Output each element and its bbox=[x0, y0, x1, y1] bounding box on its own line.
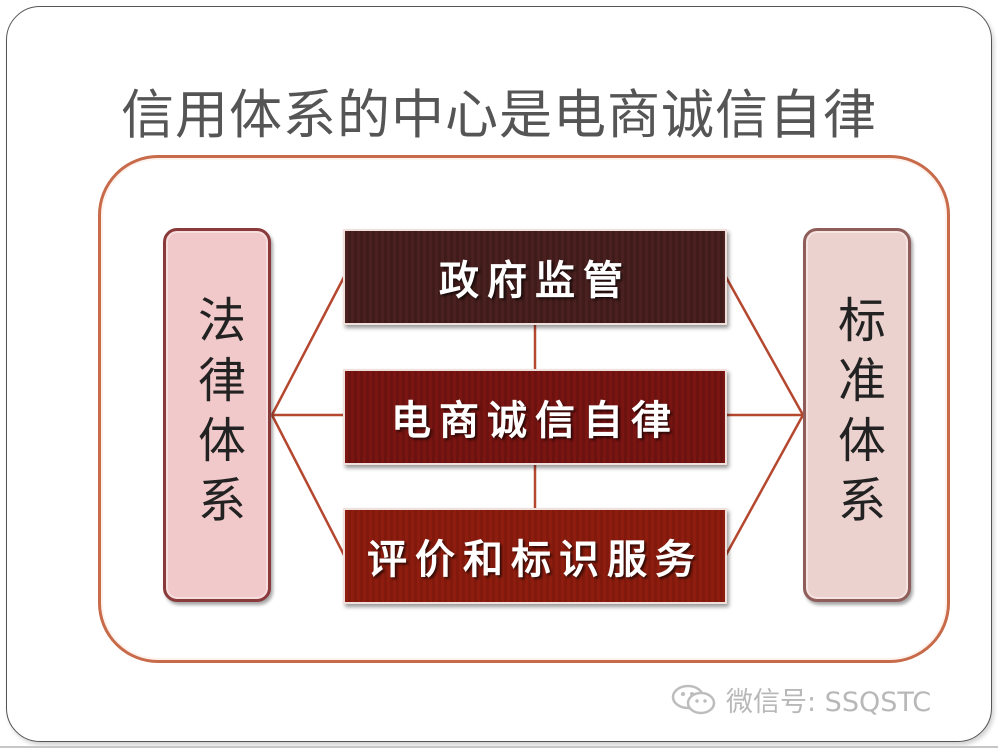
connector-left-bottom bbox=[270, 414, 346, 556]
watermark-text: 微信号: SSQSTC bbox=[726, 687, 932, 718]
slide-title: 信用体系的中心是电商诚信自律 bbox=[121, 85, 877, 146]
box-ecommerce-self-discipline-label: 电商诚信自律 bbox=[391, 397, 679, 444]
connector-right-top bbox=[724, 276, 805, 416]
wechat-icon bbox=[671, 684, 716, 714]
right-pillar-standard-system: 标准体系 bbox=[803, 228, 911, 602]
box-evaluation-service: 评价和标识服务 bbox=[343, 508, 727, 604]
wechat-watermark: 微信号: SSQSTC bbox=[670, 680, 931, 719]
box-government-supervision: 政府监管 bbox=[343, 229, 727, 325]
box-evaluation-service-label: 评价和标识服务 bbox=[367, 536, 703, 583]
bottom-divider bbox=[0, 746, 998, 748]
left-pillar-label: 法律体系 bbox=[189, 295, 245, 535]
box-ecommerce-self-discipline: 电商诚信自律 bbox=[343, 369, 727, 465]
right-pillar-label: 标准体系 bbox=[829, 295, 885, 535]
left-pillar-legal-system: 法律体系 bbox=[163, 228, 271, 602]
connector-left-top bbox=[270, 276, 346, 416]
box-government-supervision-label: 政府监管 bbox=[439, 257, 631, 304]
connector-right-bottom bbox=[724, 414, 805, 556]
